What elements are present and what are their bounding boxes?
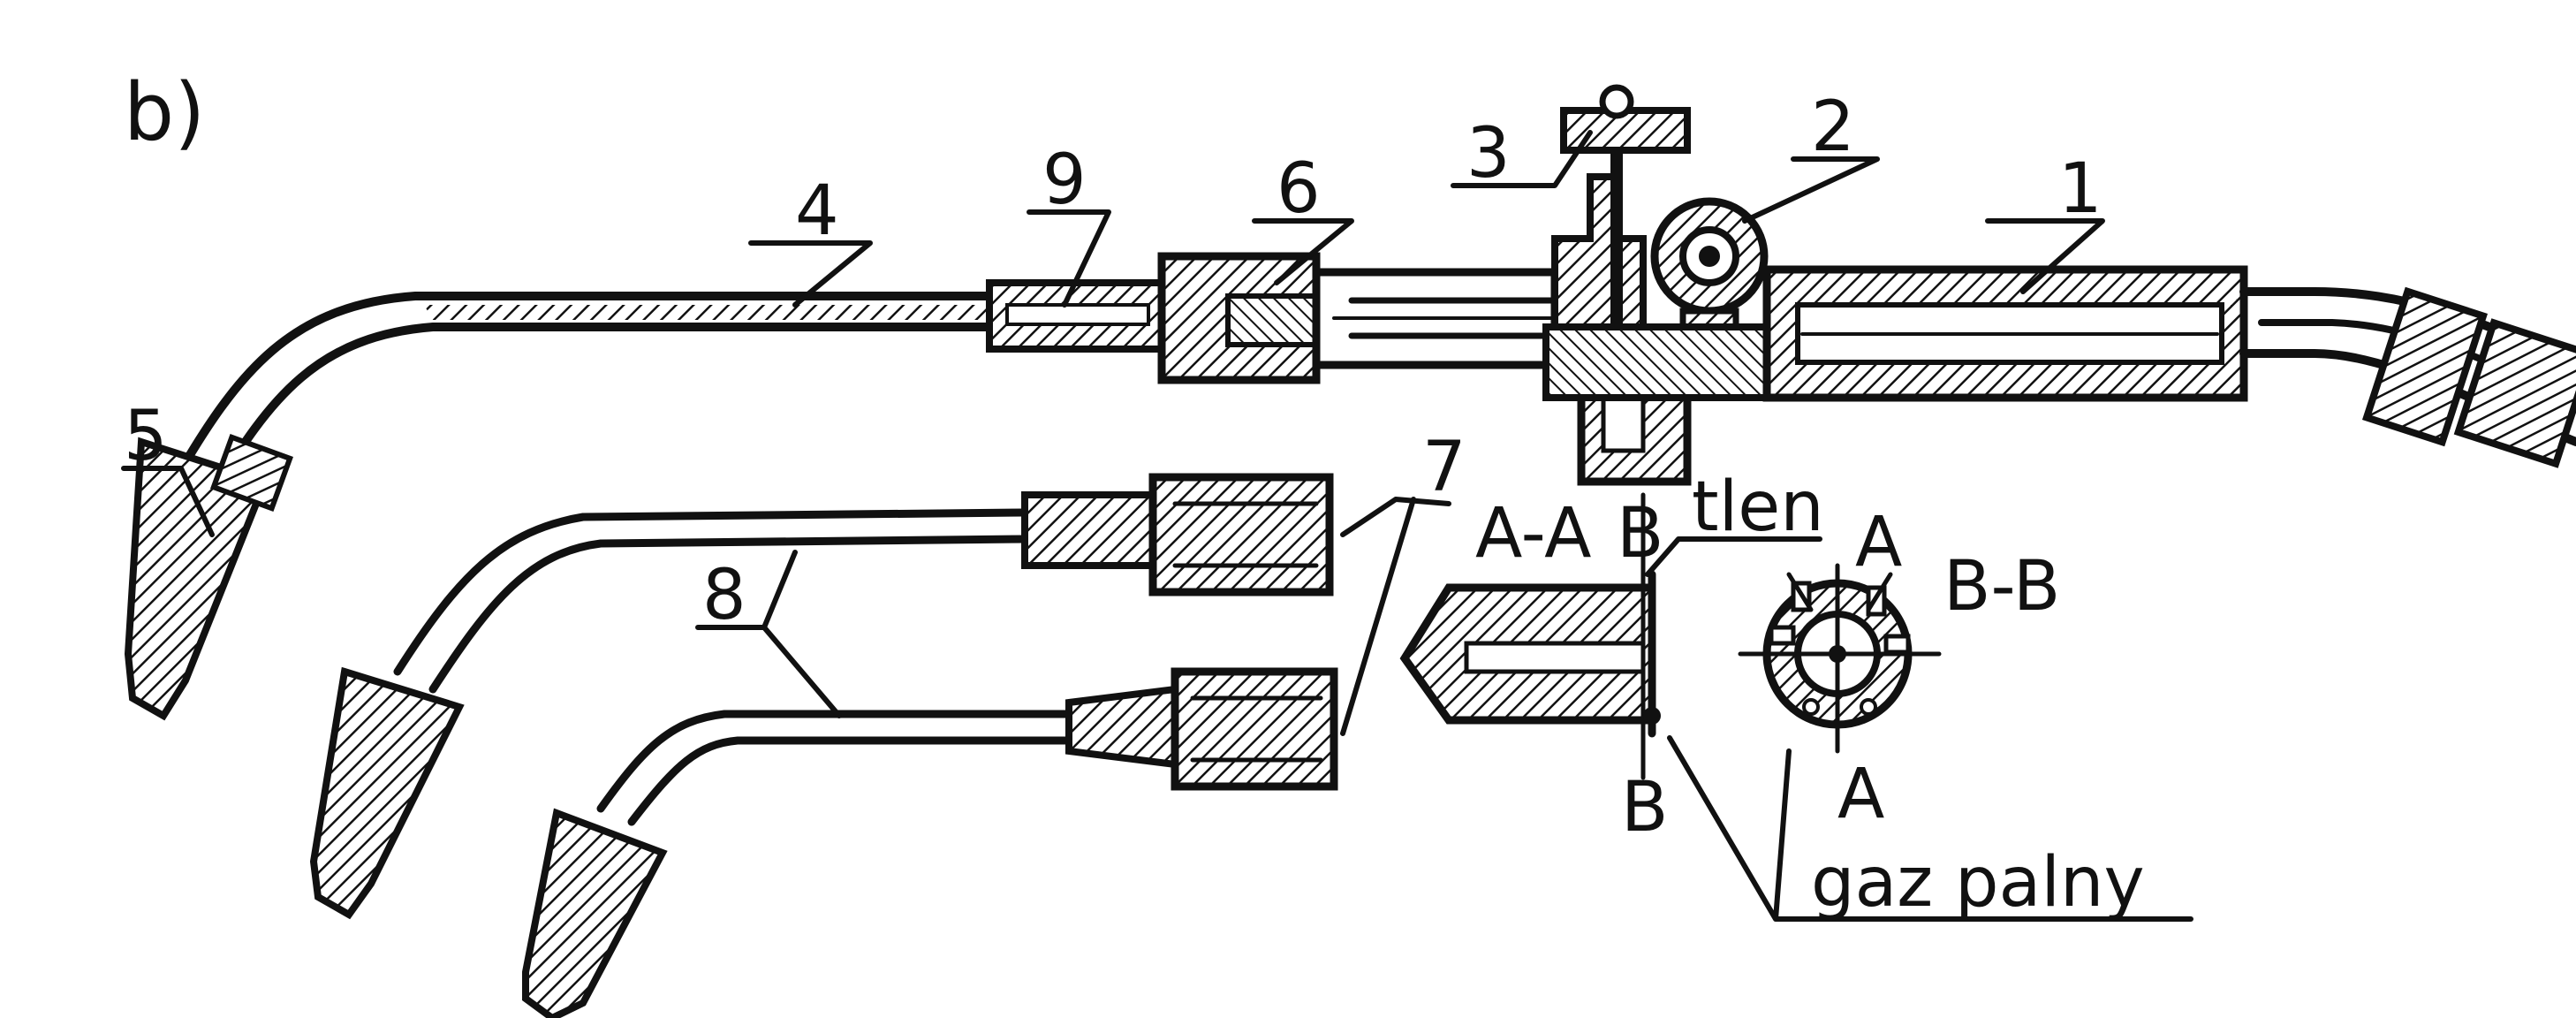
section-label-aa: A-A — [1475, 494, 1591, 574]
nozzle-upper — [309, 473, 1334, 920]
section-labels: A-A B-B B B A A tlen gaz palny — [1475, 467, 2145, 923]
callout-9: 9 — [1042, 141, 1087, 220]
callout-2: 2 — [1811, 87, 1855, 167]
section-mark-b-bottom: B — [1621, 768, 1669, 847]
callout-4: 4 — [795, 171, 839, 251]
section-aa-drawing — [1399, 492, 1661, 780]
section-mark-a-bottom: A — [1837, 755, 1884, 834]
section-mark-a-top: A — [1855, 503, 1902, 582]
main-torch — [124, 84, 2576, 721]
callout-8: 8 — [702, 556, 746, 635]
nozzle-lower — [522, 667, 1338, 1018]
annotation-fuel-gas: gaz palny — [1811, 843, 2145, 923]
callout-3: 3 — [1466, 114, 1511, 194]
callout-1: 1 — [2058, 149, 2102, 229]
panel-label: b) — [124, 66, 205, 159]
section-label-bb: B-B — [1943, 547, 2060, 627]
annotation-oxygen: tlen — [1692, 467, 1824, 547]
callout-6: 6 — [1277, 149, 1321, 229]
leader-lines — [121, 130, 2193, 922]
section-bb-drawing — [1738, 563, 1942, 754]
section-mark-b-top: B — [1617, 494, 1664, 574]
callout-7: 7 — [1422, 428, 1466, 507]
callouts: 1 2 3 4 5 6 7 8 9 — [124, 87, 2102, 635]
callout-5: 5 — [124, 397, 168, 476]
